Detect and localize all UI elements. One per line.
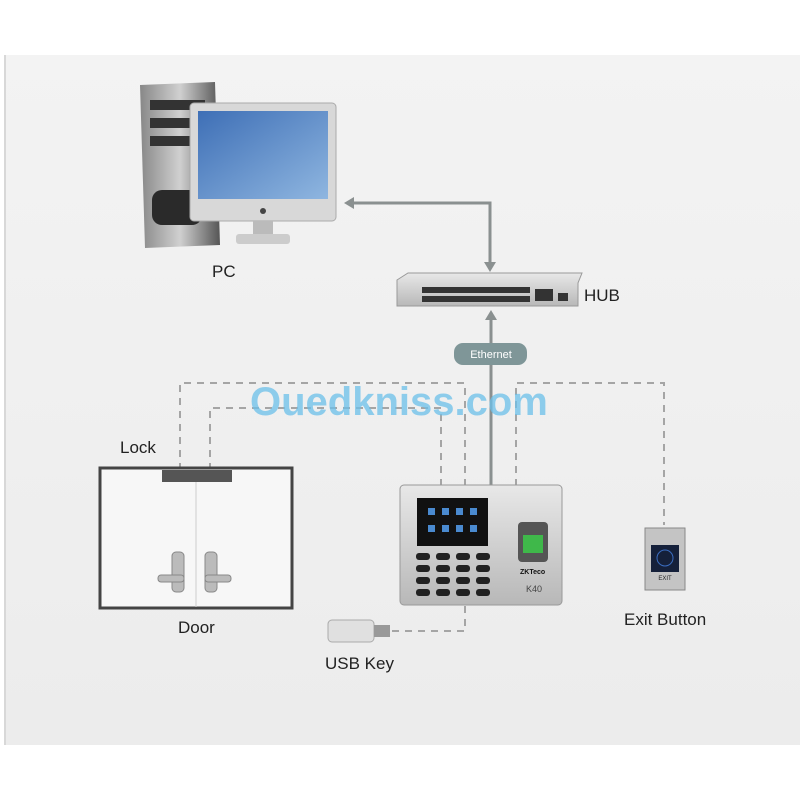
pc-label: PC xyxy=(212,262,236,281)
lock-wire-inner xyxy=(209,407,442,486)
arrow-head-hub xyxy=(484,262,496,272)
lock-icon xyxy=(162,470,232,482)
usb-key: USB Key xyxy=(325,619,394,673)
pc: PC xyxy=(140,82,337,281)
k40-terminal: ZKTeco K40 xyxy=(399,484,563,606)
lock-label: Lock xyxy=(120,438,156,457)
pc-hub-link xyxy=(348,201,492,268)
door-label: Door xyxy=(178,618,215,637)
usb-key-label: USB Key xyxy=(325,654,394,673)
exit-button-label: Exit Button xyxy=(624,610,706,629)
keypad xyxy=(416,553,490,596)
usb-wire xyxy=(392,606,466,632)
hub: HUB xyxy=(396,272,620,307)
exit-button: EXIT Exit Button xyxy=(624,527,706,629)
ethernet-badge: Ethernet xyxy=(454,343,527,365)
usb-key-icon xyxy=(327,619,375,643)
device-model: K40 xyxy=(526,584,542,594)
hub-label: HUB xyxy=(584,286,620,305)
watermark: Ouedkniss.com xyxy=(250,380,548,424)
door: Lock Door xyxy=(98,438,294,637)
diagram-background xyxy=(4,55,800,745)
arrow-head-hub-bottom xyxy=(485,310,497,320)
lock-wire-outer xyxy=(179,382,466,486)
exit-plate-text: EXIT xyxy=(658,576,672,582)
device-brand: ZKTeco xyxy=(520,569,545,576)
ethernet-label: Ethernet xyxy=(470,349,512,361)
arrow-head-pc xyxy=(344,197,354,209)
terminal-screen xyxy=(417,498,488,546)
